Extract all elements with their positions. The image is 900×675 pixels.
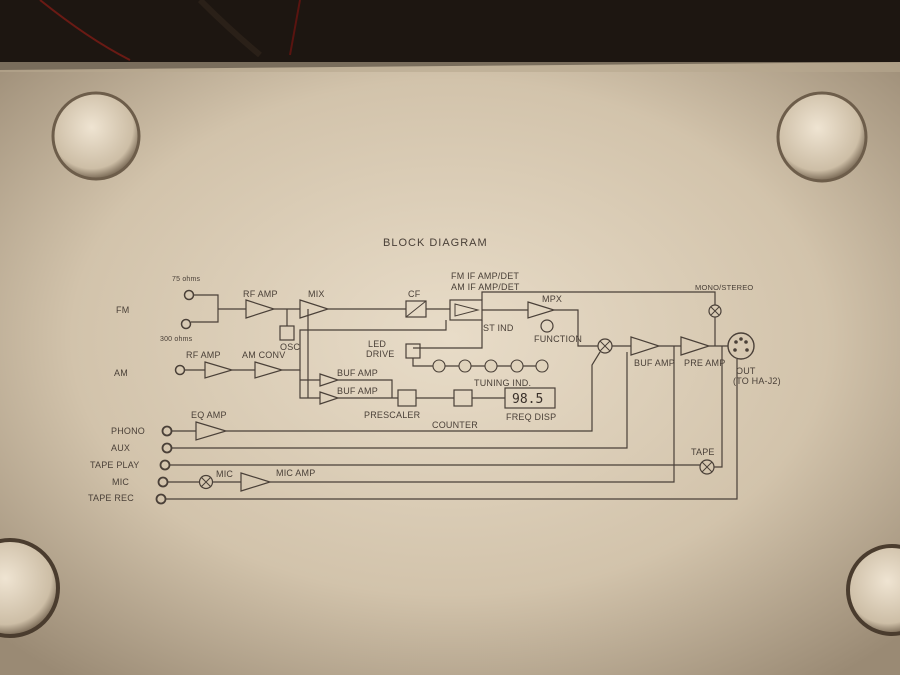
tape-label: TAPE bbox=[691, 447, 715, 457]
tuning-led-3 bbox=[484, 359, 498, 373]
tape-rec-jack bbox=[155, 493, 167, 505]
am-if-label: AM IF AMP/DET bbox=[451, 282, 520, 292]
device-bottom-panel bbox=[0, 62, 900, 675]
tape-rec-label: TAPE REC bbox=[88, 493, 134, 503]
st-ind-led bbox=[540, 319, 554, 333]
st-ind-label: ST IND bbox=[483, 323, 514, 333]
mono-stereo-x bbox=[710, 306, 720, 316]
tuning-leds bbox=[432, 359, 549, 373]
cable-red bbox=[39, 0, 131, 61]
buf-amp-1-label: BUF AMP bbox=[337, 368, 378, 378]
wire-eq-function bbox=[226, 351, 601, 432]
pre-amp-label: PRE AMP bbox=[684, 358, 725, 368]
aux-label: AUX bbox=[111, 443, 130, 453]
pre-amp-symbol bbox=[680, 336, 711, 356]
mic-amp-symbol bbox=[240, 472, 273, 492]
prescaler-label: PRESCALER bbox=[364, 410, 421, 420]
mic-amp-label: MIC AMP bbox=[276, 468, 315, 478]
function-label: FUNCTION bbox=[534, 334, 582, 344]
wire-tape-out bbox=[714, 346, 723, 468]
mpx-label: MPX bbox=[542, 294, 562, 304]
panel-edge bbox=[0, 62, 900, 72]
mix-label: MIX bbox=[308, 289, 325, 299]
eq-amp-label: EQ AMP bbox=[191, 410, 227, 420]
wire-led-drive bbox=[412, 320, 542, 367]
wire-top-bus bbox=[481, 291, 716, 305]
buf-amp-1-symbol bbox=[319, 373, 340, 387]
am-antenna-jack bbox=[174, 364, 186, 376]
wire-aux-function bbox=[172, 352, 628, 449]
phono-jack bbox=[161, 425, 173, 437]
cable-dark bbox=[197, 0, 262, 58]
antenna-75-jack bbox=[183, 289, 195, 301]
block-diagram: BLOCK DIAGRAM FM 75 ohms 300 ohms RF AMP… bbox=[88, 237, 781, 505]
mix-symbol bbox=[299, 299, 330, 319]
if-amp-symbol bbox=[454, 303, 480, 317]
out-buf-amp-symbol bbox=[630, 336, 661, 356]
out-buf-amp-label: BUF AMP bbox=[634, 358, 675, 368]
fm-label: FM bbox=[116, 305, 129, 315]
freq-display bbox=[504, 387, 556, 409]
fm-rf-amp-label: RF AMP bbox=[243, 289, 278, 299]
fm-if-label: FM IF AMP/DET bbox=[451, 271, 519, 281]
tape-play-jack bbox=[159, 459, 171, 471]
cf-slash bbox=[405, 300, 427, 318]
buf-amp-2-label: BUF AMP bbox=[337, 386, 378, 396]
out-din-connector bbox=[727, 332, 755, 360]
function-switch-x bbox=[599, 340, 611, 352]
tape-switch-x bbox=[701, 461, 713, 473]
mic-switch-x bbox=[200, 476, 212, 488]
fm-antenna-wire bbox=[191, 294, 246, 323]
am-conv-symbol bbox=[254, 361, 285, 379]
out-sub-label: (TO HA-J2) bbox=[733, 376, 781, 386]
mic-jack bbox=[157, 476, 169, 488]
foot-bottom-right bbox=[846, 544, 900, 636]
diagram-title: BLOCK DIAGRAM bbox=[383, 237, 488, 249]
cf-label: CF bbox=[408, 289, 421, 299]
buf-amp-2-symbol bbox=[319, 391, 340, 405]
fm-rf-amp-symbol bbox=[245, 299, 276, 319]
wire-mpx-function bbox=[554, 309, 598, 347]
mono-stereo-label: MONO/STEREO bbox=[695, 283, 753, 292]
tape-play-label: TAPE PLAY bbox=[90, 460, 140, 470]
mic-switch bbox=[198, 474, 214, 490]
wire-buf-prescaler bbox=[338, 379, 398, 399]
cable-red-2 bbox=[289, 0, 301, 56]
led-drive-label-2: DRIVE bbox=[366, 349, 395, 359]
foot-bottom-left bbox=[0, 538, 60, 638]
counter-label: COUNTER bbox=[432, 420, 478, 430]
tuning-led-4 bbox=[510, 359, 524, 373]
am-label: AM bbox=[114, 368, 128, 378]
antenna-300-jack bbox=[180, 318, 192, 330]
tuning-led-1 bbox=[432, 359, 446, 373]
antenna-300: 300 ohms bbox=[160, 336, 193, 343]
out-label: OUT bbox=[736, 366, 756, 376]
wire-buf-split bbox=[299, 370, 320, 399]
am-conv-label: AM CONV bbox=[242, 350, 285, 360]
wire-am-if bbox=[282, 320, 447, 371]
wire-mic-pre bbox=[270, 346, 675, 483]
eq-amp-symbol bbox=[195, 421, 229, 441]
foot-top-right bbox=[776, 91, 868, 183]
aux-jack bbox=[161, 442, 173, 454]
antenna-75: 75 ohms bbox=[172, 276, 201, 283]
am-rf-amp-symbol bbox=[204, 361, 235, 379]
osc-label: OSC bbox=[280, 342, 300, 352]
mic-input-label: MIC bbox=[112, 477, 129, 487]
freq-disp-label: FREQ DISP bbox=[506, 412, 556, 422]
am-rf-amp-label: RF AMP bbox=[186, 350, 221, 360]
foot-top-left bbox=[51, 91, 141, 181]
freq-display-value: 98.5 bbox=[512, 392, 543, 407]
tuning-led-2 bbox=[458, 359, 472, 373]
mic-block-label: MIC bbox=[216, 469, 233, 479]
mpx-symbol bbox=[527, 301, 557, 319]
led-drive-label-1: LED bbox=[368, 339, 386, 349]
tuning-led-5 bbox=[535, 359, 549, 373]
wire-tape-rec bbox=[166, 359, 738, 500]
phono-label: PHONO bbox=[111, 426, 145, 436]
tuning-ind-label: TUNING IND. bbox=[474, 378, 531, 388]
